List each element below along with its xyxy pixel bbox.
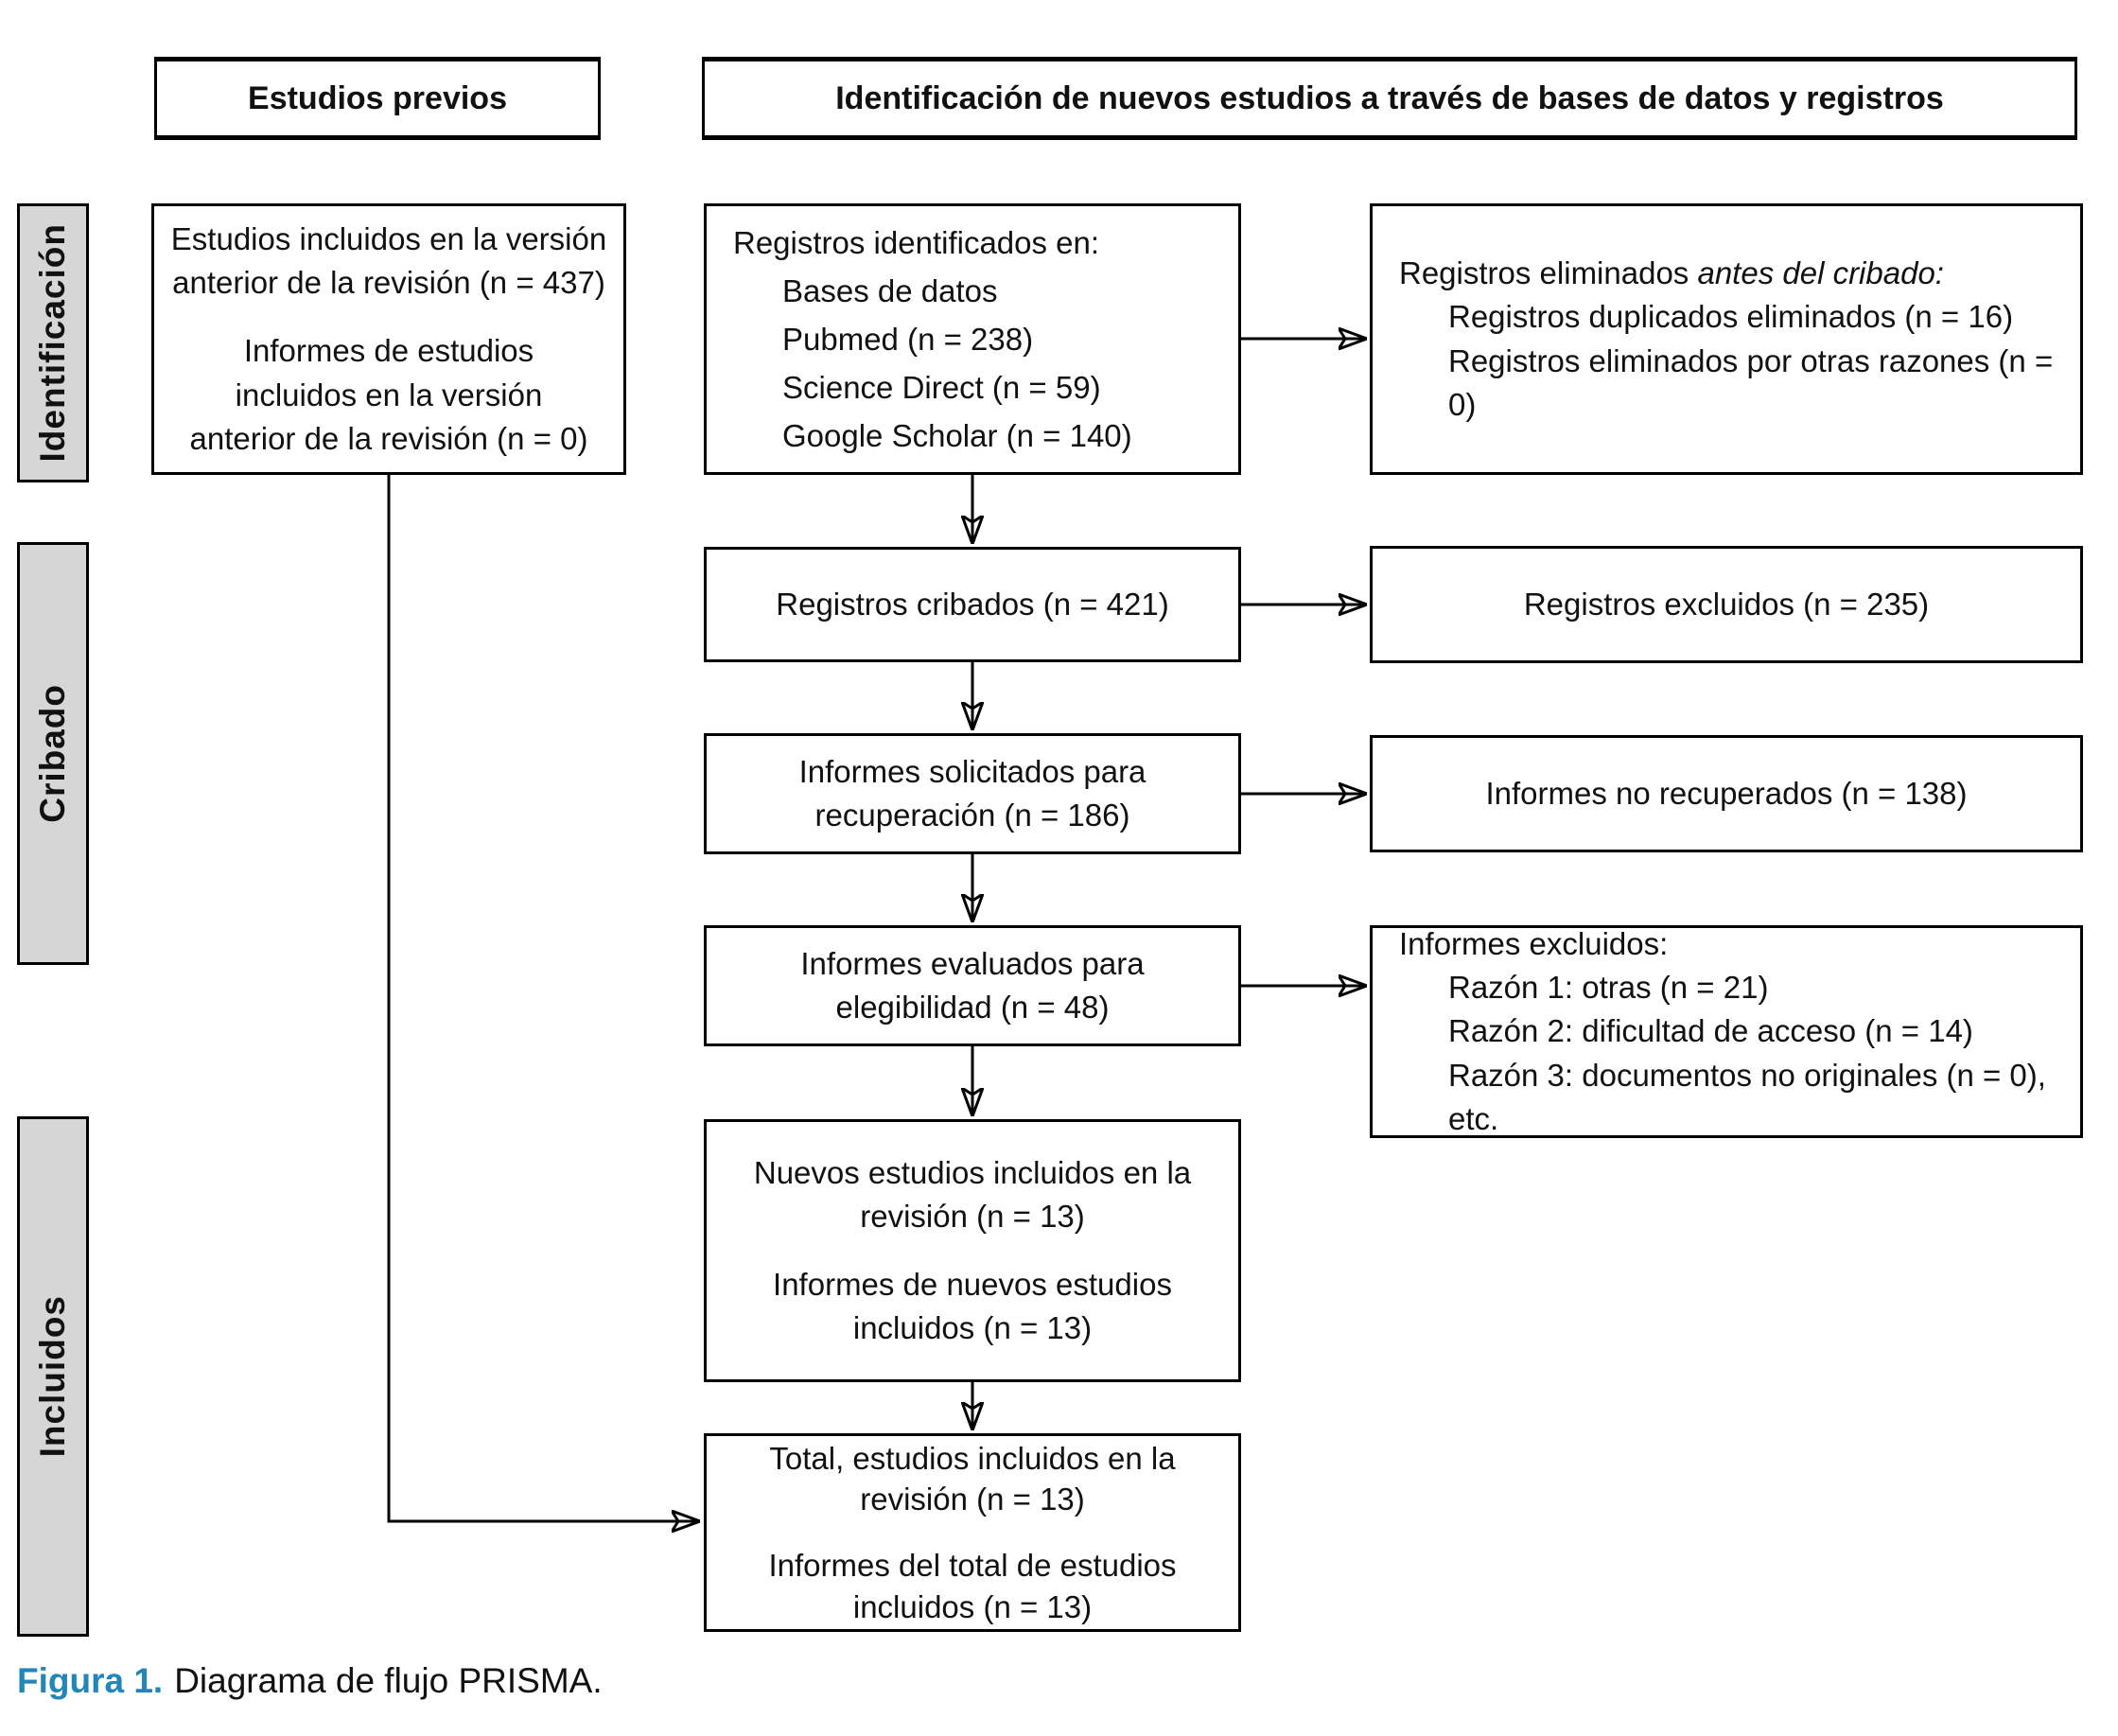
previous-studies-para2: Informes de estudios incluidos en la ver… bbox=[189, 333, 588, 456]
box-reports-not-retrieved: Informes no recuperados (n = 138) bbox=[1370, 735, 2083, 852]
reports-excluded-item: Razón 3: documentos no originales (n = 0… bbox=[1448, 1057, 2046, 1136]
box-total-studies-included: Total, estudios incluidos en la revisión… bbox=[704, 1433, 1241, 1632]
previous-studies-para1: Estudios incluidos en la versión anterio… bbox=[170, 221, 607, 301]
new-included-para2: Informes de nuevos estudios incluidos (n… bbox=[773, 1267, 1172, 1346]
records-identified-title: Registros identificados en: bbox=[733, 224, 1100, 260]
box-previous-studies: Estudios incluidos en la versión anterio… bbox=[151, 203, 626, 475]
reports-not-retrieved-text: Informes no recuperados (n = 138) bbox=[1485, 775, 1968, 811]
figure-caption-text: Diagrama de flujo PRISMA. bbox=[174, 1661, 603, 1700]
stage-identificacion: Identificación bbox=[17, 203, 89, 482]
header-previous-studies: Estudios previos bbox=[154, 57, 601, 140]
records-eliminated-item: Registros eliminados por otras razones (… bbox=[1448, 342, 2054, 422]
box-records-excluded: Registros excluidos (n = 235) bbox=[1370, 546, 2083, 663]
arrow-previous-to-total bbox=[387, 475, 698, 1521]
new-included-para1: Nuevos estudios incluidos en la revisión… bbox=[753, 1154, 1192, 1234]
reports-excluded-title: Informes excluidos: bbox=[1399, 926, 1669, 962]
total-included-para2: Informes del total de estudios incluidos… bbox=[768, 1548, 1177, 1624]
box-records-eliminated: Registros eliminados antes del cribado: … bbox=[1370, 203, 2083, 475]
records-identified-item: Bases de datos bbox=[782, 272, 998, 308]
reports-excluded-item: Razón 2: dificultad de acceso (n = 14) bbox=[1448, 1013, 1973, 1049]
stage-identificacion-label: Identificación bbox=[33, 223, 72, 463]
stage-incluidos-label: Incluidos bbox=[33, 1295, 72, 1458]
records-identified-item: Google Scholar (n = 140) bbox=[782, 418, 1132, 454]
header-identification: Identificación de nuevos estudios a trav… bbox=[702, 57, 2077, 140]
records-eliminated-title: Registros eliminados antes del cribado: bbox=[1399, 252, 2071, 295]
header-identification-label: Identificación de nuevos estudios a trav… bbox=[835, 79, 1944, 116]
reports-sought-text: Informes solicitados para recuperación (… bbox=[798, 753, 1147, 833]
records-identified-item: Science Direct (n = 59) bbox=[782, 370, 1101, 406]
reports-excluded-item: Razón 1: otras (n = 21) bbox=[1448, 970, 1769, 1006]
header-previous-studies-label: Estudios previos bbox=[248, 79, 507, 116]
records-excluded-text: Registros excluidos (n = 235) bbox=[1523, 586, 1930, 622]
box-reports-assessed: Informes evaluados para elegibilidad (n … bbox=[704, 925, 1241, 1046]
records-identified-item: Pubmed (n = 238) bbox=[782, 321, 1034, 357]
total-included-para1: Total, estudios incluidos en la revisión… bbox=[769, 1440, 1176, 1517]
stage-incluidos: Incluidos bbox=[17, 1116, 89, 1637]
records-eliminated-item: Registros duplicados eliminados (n = 16) bbox=[1448, 299, 2014, 335]
records-screened-text: Registros cribados (n = 421) bbox=[776, 586, 1169, 622]
stage-cribado: Cribado bbox=[17, 542, 89, 965]
reports-assessed-text: Informes evaluados para elegibilidad (n … bbox=[800, 945, 1145, 1025]
box-records-screened: Registros cribados (n = 421) bbox=[704, 547, 1241, 662]
figure-caption-label: Figura 1. bbox=[17, 1661, 164, 1700]
records-eliminated-title-normal: Registros eliminados bbox=[1399, 255, 1698, 291]
box-reports-excluded: Informes excluidos: Razón 1: otras (n = … bbox=[1370, 925, 2083, 1138]
stage-cribado-label: Cribado bbox=[33, 684, 72, 823]
box-reports-sought: Informes solicitados para recuperación (… bbox=[704, 733, 1241, 854]
box-records-identified: Registros identificados en: Bases de dat… bbox=[704, 203, 1241, 475]
figure-caption: Figura 1. Diagrama de flujo PRISMA. bbox=[17, 1661, 603, 1701]
box-new-studies-included: Nuevos estudios incluidos en la revisión… bbox=[704, 1119, 1241, 1382]
records-eliminated-title-italic: antes del cribado: bbox=[1697, 255, 1944, 291]
